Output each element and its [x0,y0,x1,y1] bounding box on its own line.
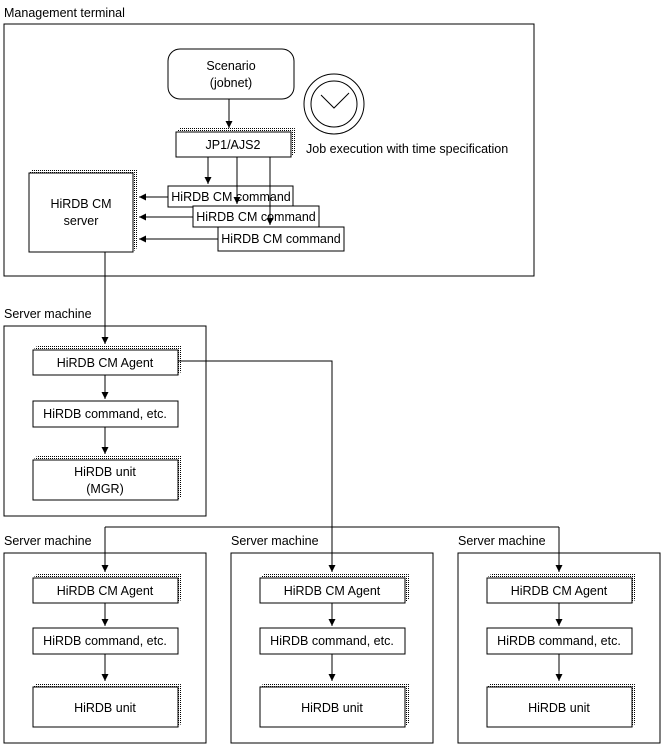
jp1-ajs2-label: JP1/AJS2 [206,138,261,152]
cm-command-box-3: HiRDB CM command [217,226,345,252]
server-command-box-1: HiRDB command, etc. [32,627,179,655]
cm-command-label-1: HiRDB CM command [171,190,291,204]
server-machine-title-2: Server machine [231,534,319,548]
mgr-machine-title: Server machine [4,307,92,321]
server-machine-frame-1 [3,552,207,744]
mgr-command-label: HiRDB command, etc. [43,407,167,421]
mgr-agent-label: HiRDB CM Agent [57,356,154,370]
server-machine-frame-3 [457,552,661,744]
server-machine-title-3: Server machine [458,534,546,548]
server-command-box-3: HiRDB command, etc. [486,627,633,655]
server-command-label-2: HiRDB command, etc. [270,634,394,648]
server-unit-label-2: HiRDB unit [301,701,363,715]
mgr-agent-box: HiRDB CM Agent [32,346,182,376]
server-command-box-2: HiRDB command, etc. [259,627,406,655]
connector-mgr-to-bus [178,360,333,527]
cm-command-box-1: HiRDB CM command [167,185,294,208]
clock-caption: Job execution with time specification [306,142,508,156]
server-unit-box-1: HiRDB unit [32,683,182,728]
cm-server-label: HiRDB CM [50,197,111,211]
management-terminal-title: Management terminal [4,6,125,20]
cm-command-box-2: HiRDB CM command [192,205,320,228]
server-unit-label-3: HiRDB unit [528,701,590,715]
cm-command-label-3: HiRDB CM command [221,232,341,246]
server-agent-box-1: HiRDB CM Agent [32,574,182,604]
scenario-label: Scenario [206,59,255,73]
server-command-label-1: HiRDB command, etc. [43,634,167,648]
server-agent-box-3: HiRDB CM Agent [486,574,636,604]
clock-icon [303,73,365,135]
server-machine-frame-2 [230,552,434,744]
mgr-machine-frame [3,325,207,517]
server-agent-box-2: HiRDB CM Agent [259,574,409,604]
mgr-unit-sublabel: (MGR) [86,482,124,496]
mgr-unit-label: HiRDB unit [74,465,136,479]
cm-command-label-2: HiRDB CM command [196,210,316,224]
scenario-box: Scenario (jobnet) [167,48,295,100]
hirdb-cm-server-box: HiRDB CM server [28,169,137,253]
server-unit-box-3: HiRDB unit [486,683,636,728]
server-agent-label-2: HiRDB CM Agent [284,584,381,598]
mgr-unit-box: HiRDB unit (MGR) [32,456,182,501]
mgr-command-box: HiRDB command, etc. [32,400,179,428]
scenario-sublabel: (jobnet) [210,76,252,90]
server-agent-label-1: HiRDB CM Agent [57,584,154,598]
server-agent-label-3: HiRDB CM Agent [511,584,608,598]
server-unit-label-1: HiRDB unit [74,701,136,715]
jp1-ajs2-box: JP1/AJS2 [175,128,295,158]
server-machine-title-1: Server machine [4,534,92,548]
server-unit-box-2: HiRDB unit [259,683,409,728]
cm-server-sublabel: server [64,214,99,228]
server-command-label-3: HiRDB command, etc. [497,634,621,648]
management-terminal-frame [3,23,535,277]
